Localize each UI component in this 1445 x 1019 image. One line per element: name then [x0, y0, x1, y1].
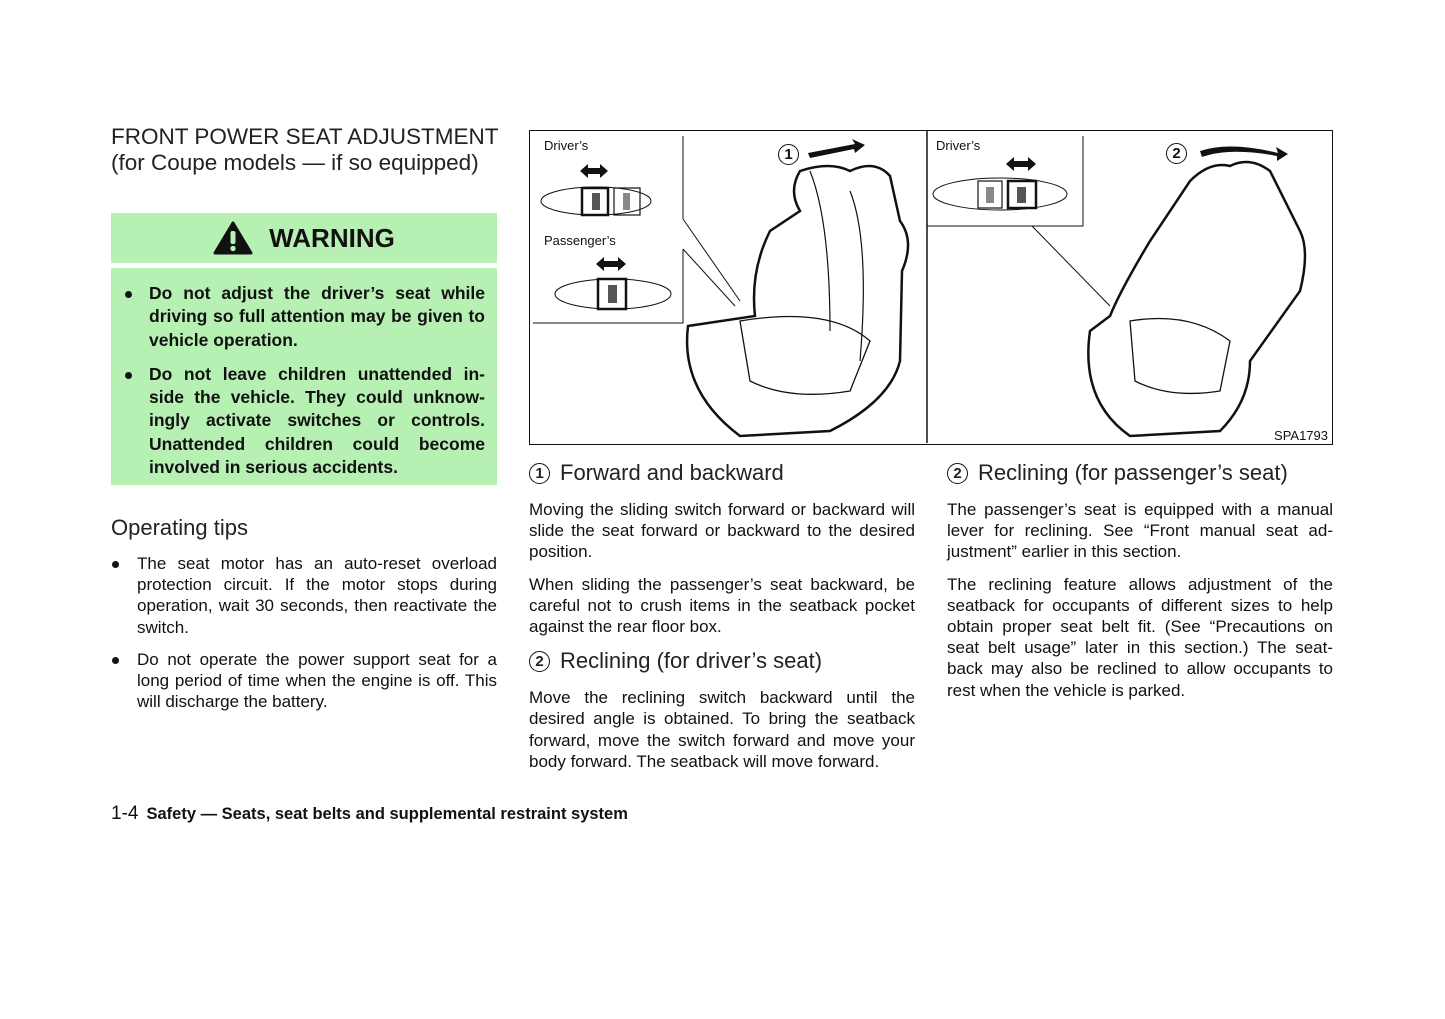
section-reclining-passenger: 2 Reclining (for passenger’s seat) The pa…	[947, 460, 1333, 712]
paragraph: Move the reclining switch backward until…	[529, 688, 915, 771]
paragraph: Moving the sliding switch forward or bac…	[529, 500, 915, 562]
drivers-label: Driver’s	[544, 138, 589, 153]
seat-drawing	[533, 131, 1307, 443]
drivers-label: Driver’s	[936, 138, 981, 153]
warning-item: Do not leave children unattended in-side…	[125, 363, 485, 479]
figure-code: SPA1793	[1274, 428, 1328, 443]
warning-body: Do not adjust the driver’s seat while dr…	[111, 268, 497, 485]
callout-1: 1	[778, 144, 799, 165]
seat-illustration: Driver’s Passenger’s Driver’s 1 2 SPA179…	[529, 130, 1333, 445]
warning-header: WARNING	[111, 213, 497, 263]
tip-item: The seat motor has an auto-reset overloa…	[112, 554, 497, 637]
page-number: 1-4	[111, 803, 139, 824]
tip-item: Do not operate the power support seat fo…	[112, 649, 497, 712]
section-forward-backward: 1 Forward and backward Moving the sliding…	[529, 460, 915, 783]
callout-2: 2	[1166, 143, 1187, 164]
section-heading: Reclining (for passenger’s seat)	[978, 460, 1288, 485]
section-number: 2	[529, 650, 550, 672]
section-number: 2	[947, 462, 968, 484]
warning-triangle-icon	[213, 221, 253, 255]
section-title: FRONT POWER SEAT ADJUSTMENT (for Coupe m…	[111, 124, 499, 175]
footer-section: Safety — Seats, seat belts and supplemen…	[146, 805, 628, 823]
warning-item: Do not adjust the driver’s seat while dr…	[125, 282, 485, 352]
paragraph: The reclining feature allows adjustment …	[947, 574, 1333, 700]
passengers-label: Passenger’s	[544, 233, 616, 248]
paragraph: When sliding the passenger’s seat backwa…	[529, 574, 915, 637]
section-heading: Reclining (for driver’s seat)	[560, 648, 823, 674]
tips-heading: Operating tips	[111, 515, 248, 540]
tips-list: The seat motor has an auto-reset overloa…	[111, 553, 497, 723]
section-heading: Forward and backward	[560, 460, 784, 485]
section-number: 1	[529, 462, 550, 484]
paragraph: The passenger’s seat is equipped with a …	[947, 500, 1333, 562]
warning-heading: WARNING	[269, 222, 395, 253]
page-footer: 1-4 Safety — Seats, seat belts and supple…	[111, 803, 628, 825]
